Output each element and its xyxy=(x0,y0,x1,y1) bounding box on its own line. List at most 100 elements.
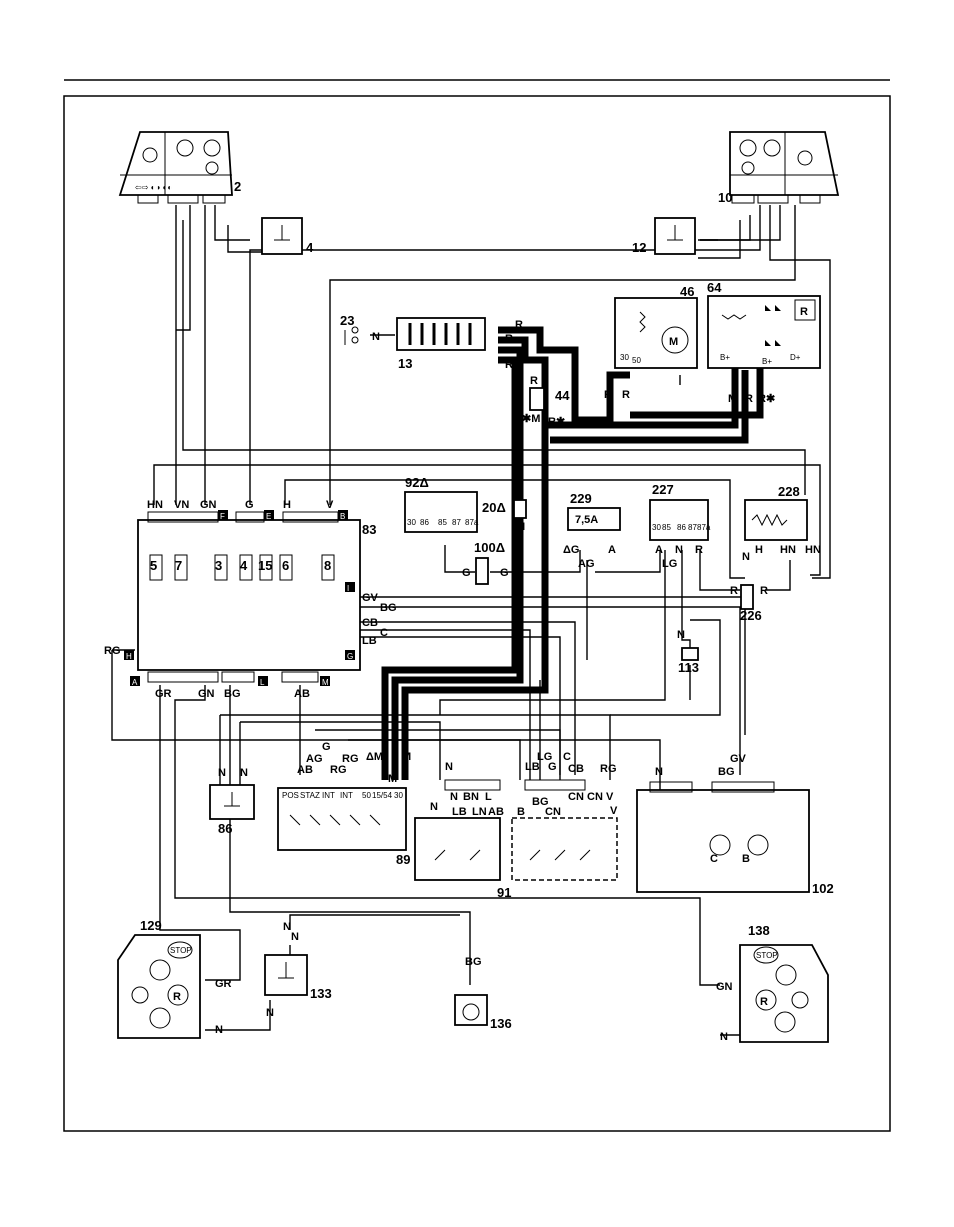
svg-text:R: R xyxy=(505,359,513,371)
svg-text:INT: INT xyxy=(322,791,335,800)
svg-text:87a: 87a xyxy=(697,523,711,532)
connector-20: 20Δ M xyxy=(482,499,527,533)
svg-text:V: V xyxy=(610,805,618,817)
component-number: 2 xyxy=(234,179,241,194)
relay-92: 30 86 85 87 87a 92Δ xyxy=(404,475,479,533)
svg-text:5: 5 xyxy=(150,558,157,573)
svg-text:87a: 87a xyxy=(465,518,479,527)
svg-text:R: R xyxy=(604,389,612,401)
svg-text:R: R xyxy=(800,306,808,318)
svg-text:87: 87 xyxy=(452,518,461,527)
svg-text:LG: LG xyxy=(662,558,677,570)
svg-text:BG: BG xyxy=(224,688,241,700)
svg-text:GN: GN xyxy=(198,688,215,700)
svg-text:RG: RG xyxy=(600,763,617,775)
svg-text:B: B xyxy=(517,806,525,818)
svg-text:30: 30 xyxy=(394,791,403,800)
lamp-icon xyxy=(142,147,158,163)
switch-cluster-91: N BN L N LB LN AB N LB LG G C CB BG CN C… xyxy=(414,751,618,900)
lamp-icon xyxy=(205,161,219,175)
svg-text:M: M xyxy=(669,336,678,348)
svg-text:AB: AB xyxy=(297,764,313,776)
svg-text:R: R xyxy=(745,393,753,405)
svg-text:GV: GV xyxy=(362,592,379,604)
svg-text:R: R xyxy=(760,585,768,597)
svg-text:7: 7 xyxy=(175,558,182,573)
svg-text:86: 86 xyxy=(420,518,429,527)
svg-text:⇦⇨ ◐◑ ◐◐: ⇦⇨ ◐◑ ◐◐ xyxy=(135,183,172,192)
svg-text:H: H xyxy=(283,499,291,511)
svg-text:G: G xyxy=(322,741,331,753)
component-number: 227 xyxy=(652,482,674,497)
svg-text:RG: RG xyxy=(342,753,359,765)
svg-text:15: 15 xyxy=(258,558,272,573)
svg-text:H: H xyxy=(126,652,132,661)
svg-text:INT: INT xyxy=(340,791,353,800)
svg-text:R: R xyxy=(622,389,630,401)
component-number: 136 xyxy=(490,1016,512,1031)
component-number: 102 xyxy=(812,881,834,896)
svg-text:H: H xyxy=(755,544,763,556)
svg-text:RG: RG xyxy=(330,764,347,776)
svg-text:30: 30 xyxy=(407,518,416,527)
lamp-136: 136 BG xyxy=(454,956,512,1031)
svg-text:AG: AG xyxy=(306,753,323,765)
svg-text:POS: POS xyxy=(282,791,299,800)
svg-text:R: R xyxy=(518,346,526,358)
svg-text:V: V xyxy=(326,499,334,511)
svg-text:LN: LN xyxy=(472,806,487,818)
component-number: 89 xyxy=(396,852,410,867)
component-number: 129 xyxy=(140,918,162,933)
battery-ground-23: 23 N xyxy=(340,313,380,345)
svg-text:3: 3 xyxy=(215,558,222,573)
svg-text:R: R xyxy=(505,333,513,345)
instrument-panel-102: N BG GV C B 102 xyxy=(636,753,834,896)
svg-text:VN: VN xyxy=(174,499,189,511)
svg-text:B: B xyxy=(742,853,750,865)
svg-text:85: 85 xyxy=(662,523,671,532)
svg-text:ΔG: ΔG xyxy=(563,544,579,556)
component-number: 113 xyxy=(678,660,699,675)
svg-text:C: C xyxy=(710,853,718,865)
svg-text:CB: CB xyxy=(568,763,584,775)
svg-text:B: B xyxy=(340,512,345,521)
svg-text:15/54: 15/54 xyxy=(372,791,393,800)
connector-100: 100Δ G G xyxy=(462,540,509,585)
svg-text:50: 50 xyxy=(632,356,641,365)
resistor-228: 228 H HN N HN xyxy=(742,484,821,563)
svg-text:30: 30 xyxy=(652,523,661,532)
thick-wires xyxy=(381,326,764,780)
svg-text:CN: CN xyxy=(587,791,603,803)
fuse-44: 44 R ✱M R✱ xyxy=(522,375,570,428)
component-number: 4 xyxy=(306,240,314,255)
connector-letters: A B E F G H I L M xyxy=(124,510,355,687)
svg-text:A: A xyxy=(132,678,138,687)
ground-block-4: 4 xyxy=(261,217,314,255)
svg-text:AG: AG xyxy=(578,558,595,570)
svg-text:R: R xyxy=(530,375,538,387)
svg-text:AB: AB xyxy=(294,688,310,700)
ground-block-12: 12 xyxy=(632,217,696,255)
lamp-icon xyxy=(763,139,781,157)
svg-text:BG: BG xyxy=(465,956,482,968)
svg-text:N: N xyxy=(720,1031,728,1043)
svg-text:C: C xyxy=(563,751,571,763)
component-number: 13 xyxy=(398,356,412,371)
svg-text:BG: BG xyxy=(718,766,735,778)
svg-text:HN: HN xyxy=(147,499,163,511)
component-number: 20Δ xyxy=(482,500,506,515)
svg-text:N: N xyxy=(240,767,248,779)
rear-right-light-cluster: STOP R 138 GN N xyxy=(716,923,829,1043)
svg-text:N: N xyxy=(266,1007,274,1019)
alternator-64: R B+ B+ D+ 64 M R R✱ xyxy=(707,280,821,405)
svg-text:G: G xyxy=(245,499,254,511)
svg-text:ΔM: ΔM xyxy=(366,751,383,763)
svg-text:STOP: STOP xyxy=(756,951,778,960)
svg-text:BG: BG xyxy=(380,602,397,614)
svg-text:BG: BG xyxy=(532,796,549,808)
svg-text:R: R xyxy=(695,544,703,556)
component-number: 12 xyxy=(632,240,646,255)
component-number: 86 xyxy=(218,821,232,836)
svg-text:M: M xyxy=(516,521,525,533)
